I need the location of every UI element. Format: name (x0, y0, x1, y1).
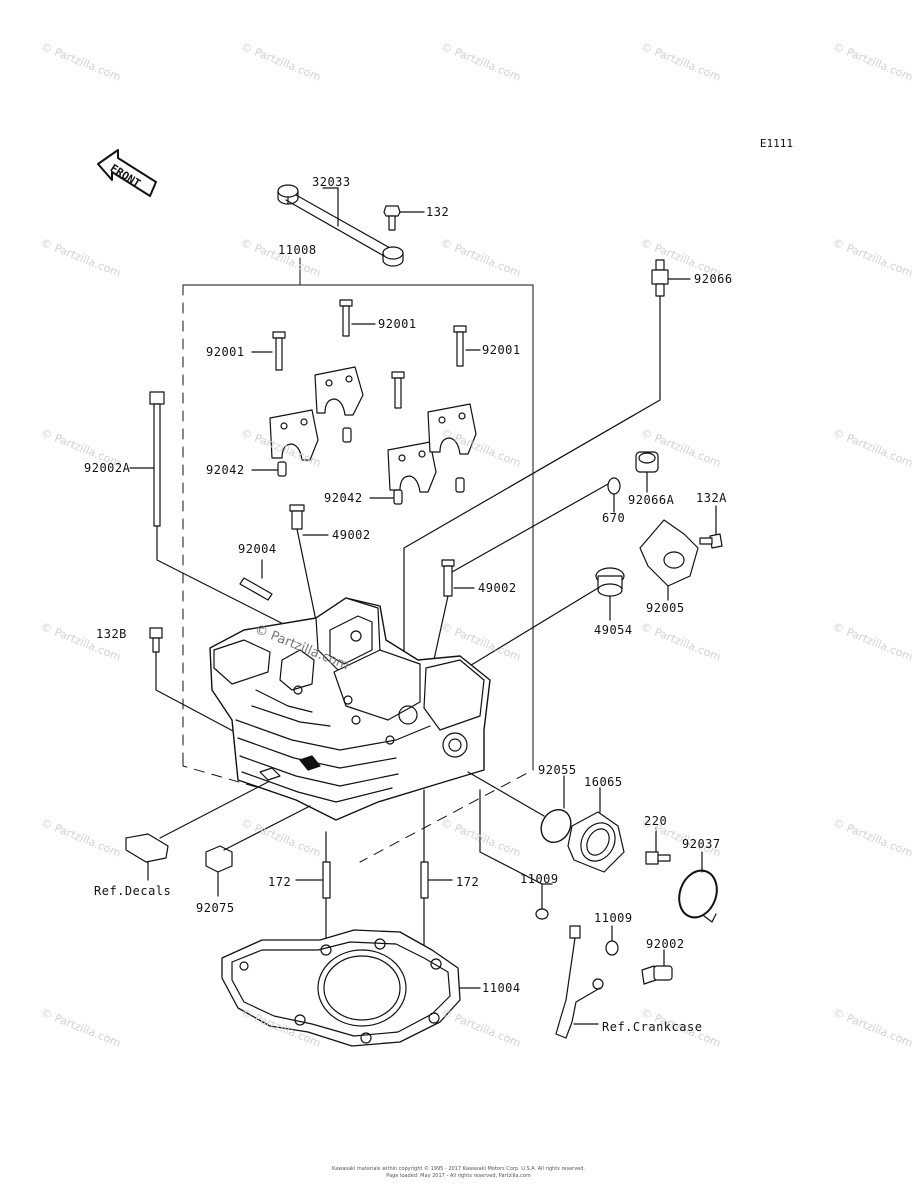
cap-49054 (429, 567, 625, 691)
callout-132A[interactable]: 132A (696, 491, 727, 505)
callout-172[interactable]: 172 (268, 875, 292, 889)
bracket-32033 (277, 184, 404, 267)
fitting-92005 (639, 519, 699, 601)
block-92075 (205, 805, 311, 897)
cylinder-head (209, 597, 491, 821)
bolts-92001 (251, 299, 481, 409)
plug-92066A (635, 451, 659, 493)
callout-92001[interactable]: 92001 (378, 317, 417, 331)
callout-92066[interactable]: 92066 (694, 272, 733, 286)
callout-11009[interactable]: 11009 (594, 911, 633, 925)
callout-ref-crankcase[interactable]: Ref.Crankcase (602, 1020, 703, 1034)
sensor-92066 (403, 259, 691, 719)
diagram-code: E1111 (759, 137, 793, 150)
callout-92002A[interactable]: 92002A (84, 461, 131, 475)
callout-11008[interactable]: 11008 (278, 243, 317, 257)
washers-11009 (479, 789, 619, 956)
callout-92004[interactable]: 92004 (238, 542, 277, 556)
callout-132[interactable]: 132 (426, 205, 450, 219)
studs-172 (295, 789, 453, 991)
front-arrow-icon: FRONT (97, 149, 157, 197)
copyright-line: Kawasaki materials within copyright © 19… (331, 1166, 586, 1172)
callout-ref-decals[interactable]: Ref.Decals (94, 884, 172, 898)
callout-92005[interactable]: 92005 (646, 601, 685, 615)
stud-92004 (239, 559, 273, 601)
callout-11009[interactable]: 11009 (520, 872, 559, 886)
bolt-132B (149, 627, 251, 741)
callout-220[interactable]: 220 (644, 814, 668, 828)
callout-32033[interactable]: 32033 (312, 175, 351, 189)
callout-92042[interactable]: 92042 (324, 491, 363, 505)
callout-670[interactable]: 670 (602, 511, 626, 525)
callout-92066A[interactable]: 92066A (628, 493, 675, 507)
screw-220 (645, 827, 671, 865)
callout-92055[interactable]: 92055 (538, 763, 577, 777)
callout-49002[interactable]: 49002 (332, 528, 371, 542)
decal (125, 781, 269, 881)
callout-92075[interactable]: 92075 (196, 901, 235, 915)
callout-172[interactable]: 172 (456, 875, 480, 889)
o-ring-670 (451, 477, 621, 573)
bolt-92002A (129, 391, 316, 641)
callout-92001[interactable]: 92001 (482, 343, 521, 357)
holder-16065 (567, 787, 625, 873)
oil-line (555, 925, 604, 1039)
callout-16065[interactable]: 16065 (584, 775, 623, 789)
callout-92037[interactable]: 92037 (682, 837, 721, 851)
clamp-92037 (678, 851, 718, 923)
callout-92002[interactable]: 92002 (646, 937, 685, 951)
callout-132B[interactable]: 132B (96, 627, 127, 641)
ring-92055 (467, 771, 572, 844)
bolt-132A (699, 505, 723, 549)
dowel-pins-92042 (251, 427, 465, 505)
callout-49002[interactable]: 49002 (478, 581, 517, 595)
callout-11004[interactable]: 11004 (482, 981, 521, 995)
bolt-92002 (641, 949, 673, 985)
cam-caps (269, 366, 477, 493)
copyright-line: Page loaded: May 2017 - All rights reser… (386, 1173, 531, 1179)
callout-49054[interactable]: 49054 (594, 623, 633, 637)
callout-92042[interactable]: 92042 (206, 463, 245, 477)
bolt-132 (383, 205, 425, 231)
gasket-11004 (221, 929, 481, 1047)
callout-92001[interactable]: 92001 (206, 345, 245, 359)
